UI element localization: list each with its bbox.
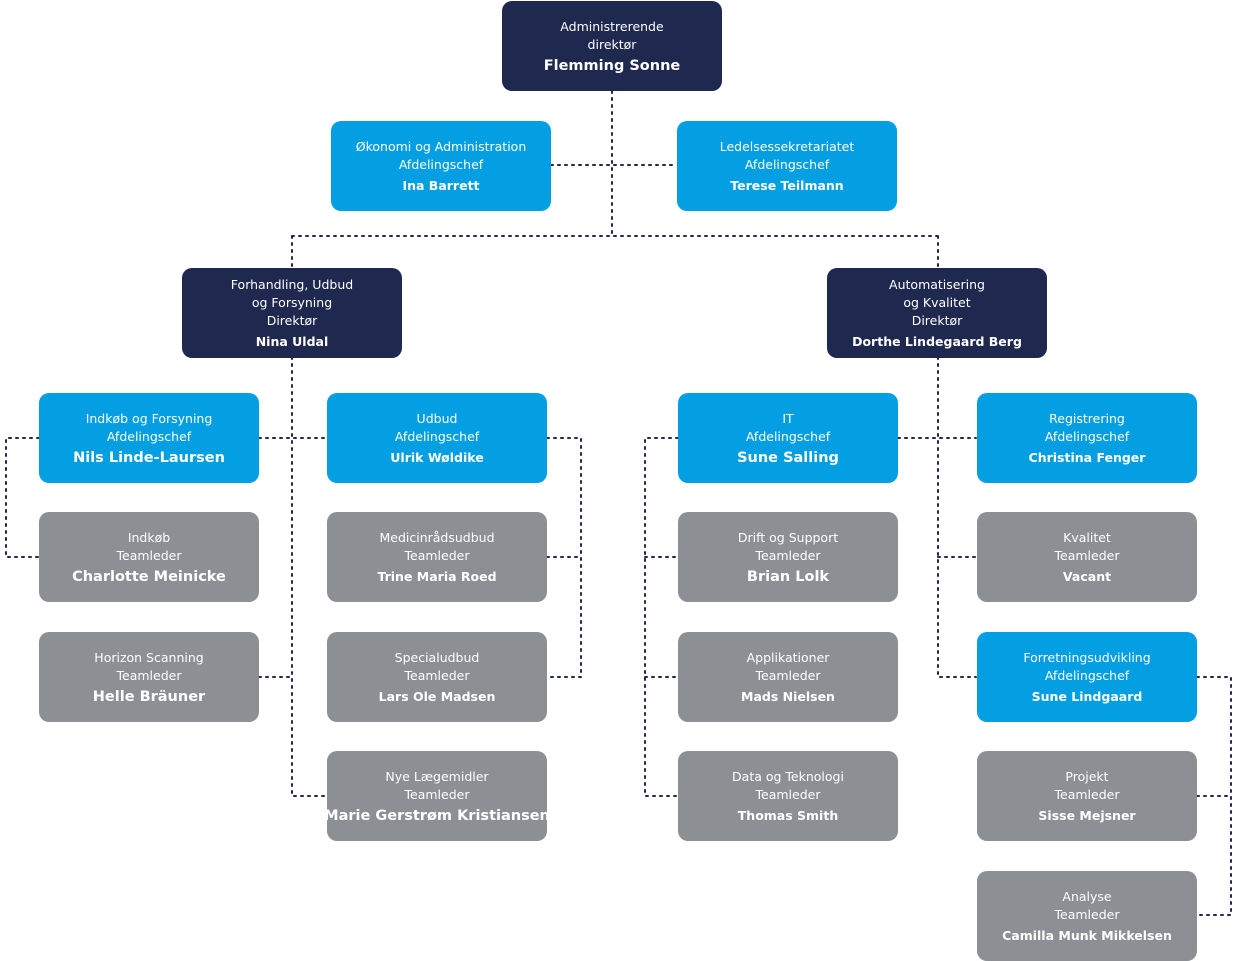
- node-person-name: Flemming Sonne: [543, 57, 681, 74]
- connector-it-bracket: [644, 437, 679, 797]
- node-title-line: Teamleder: [404, 667, 470, 683]
- node-title-line: Horizon Scanning: [94, 649, 204, 665]
- node-title-line: Applikationer: [746, 649, 830, 665]
- node-title-line: Forretningsudvikling: [1023, 649, 1151, 665]
- node-person-name: Christina Fenger: [1028, 449, 1146, 465]
- node-person-name: Sune Salling: [737, 449, 839, 466]
- node-person-name: Nina Uldal: [255, 333, 329, 349]
- node-title-line: Forhandling, Udbud: [230, 276, 354, 292]
- node-title-line: Afdelingschef: [1044, 667, 1130, 683]
- node-title-line: og Forsyning: [251, 294, 333, 310]
- connector-directors: [291, 235, 939, 269]
- node-title-line: Teamleder: [404, 547, 470, 563]
- node-title-line: Indkøb og Forsyning: [85, 410, 213, 426]
- node-person-name: Charlotte Meinicke: [72, 568, 226, 585]
- node-title-line: Teamleder: [755, 667, 821, 683]
- node-title-line: Direktør: [266, 312, 318, 328]
- node-title-line: Teamleder: [116, 547, 182, 563]
- node-title-line: Afdelingschef: [106, 428, 192, 444]
- node-title-line: Afdelingschef: [1044, 428, 1130, 444]
- node-person-name: Thomas Smith: [737, 807, 839, 823]
- connector-automatisering-spine: [937, 356, 977, 678]
- node-title-line: Nye Lægemidler: [385, 768, 489, 784]
- node-person-name: Sisse Mejsner: [1038, 807, 1136, 823]
- node-title-line: Udbud: [416, 410, 458, 426]
- node-title-line: Afdelingschef: [745, 428, 831, 444]
- node-title-line: Teamleder: [116, 667, 182, 683]
- connector-forhandling-spine: [291, 356, 327, 797]
- connector-indkoeb-bracket: [5, 437, 40, 558]
- node-person-name: Sune Lindgaard: [1031, 688, 1143, 704]
- node-person-name: Marie Gerstrøm Kristiansen: [324, 807, 550, 824]
- node-title-line: direktør: [587, 36, 637, 52]
- node-title-line: Teamleder: [404, 786, 470, 802]
- node-person-name: Mads Nielsen: [741, 688, 835, 704]
- connector-udbud-bracket: [546, 437, 582, 678]
- node-title-line: Indkøb: [127, 529, 171, 545]
- node-title-line: Ledelsessekretariatet: [719, 138, 855, 154]
- node-title-line: Teamleder: [755, 547, 821, 563]
- node-title-line: Teamleder: [755, 786, 821, 802]
- node-title-line: Medicinrådsudbud: [379, 529, 495, 545]
- node-title-line: Direktør: [911, 312, 963, 328]
- node-title-line: Økonomi og Administration: [355, 138, 527, 154]
- node-title-line: Kvalitet: [1063, 529, 1111, 545]
- node-person-name: Helle Bräuner: [92, 688, 206, 705]
- node-title-line: Afdelingschef: [394, 428, 480, 444]
- node-title-line: Teamleder: [1054, 906, 1120, 922]
- node-title-line: Administrerende: [560, 18, 664, 34]
- node-person-name: Dorthe Lindegaard Berg: [852, 333, 1022, 349]
- node-person-name: Terese Teilmann: [730, 177, 844, 193]
- node-person-name: Nils Linde-Laursen: [73, 449, 225, 466]
- node-title-line: Data og Teknologi: [732, 768, 844, 784]
- node-title-line: Teamleder: [1054, 786, 1120, 802]
- node-person-name: Camilla Munk Mikkelsen: [1002, 927, 1172, 943]
- node-title-line: Automatisering: [889, 276, 985, 292]
- node-person-name: Trine Maria Roed: [377, 568, 497, 584]
- node-title-line: Drift og Support: [737, 529, 839, 545]
- node-person-name: Lars Ole Madsen: [378, 688, 496, 704]
- node-title-line: Registrering: [1049, 410, 1125, 426]
- node-title-line: Analyse: [1062, 888, 1112, 904]
- node-title-line: IT: [782, 410, 794, 426]
- node-title-line: Projekt: [1065, 768, 1109, 784]
- node-title-line: Teamleder: [1054, 547, 1120, 563]
- node-title-line: Afdelingschef: [398, 156, 484, 172]
- node-person-name: Brian Lolk: [746, 568, 830, 585]
- node-person-name: Vacant: [1062, 568, 1112, 584]
- connector-forretning-bracket: [1196, 676, 1232, 916]
- node-title-line: Afdelingschef: [744, 156, 830, 172]
- node-title-line: og Kvalitet: [903, 294, 971, 310]
- node-title-line: Specialudbud: [394, 649, 480, 665]
- node-person-name: Ina Barrett: [402, 177, 480, 193]
- node-person-name: Ulrik Wøldike: [390, 449, 484, 465]
